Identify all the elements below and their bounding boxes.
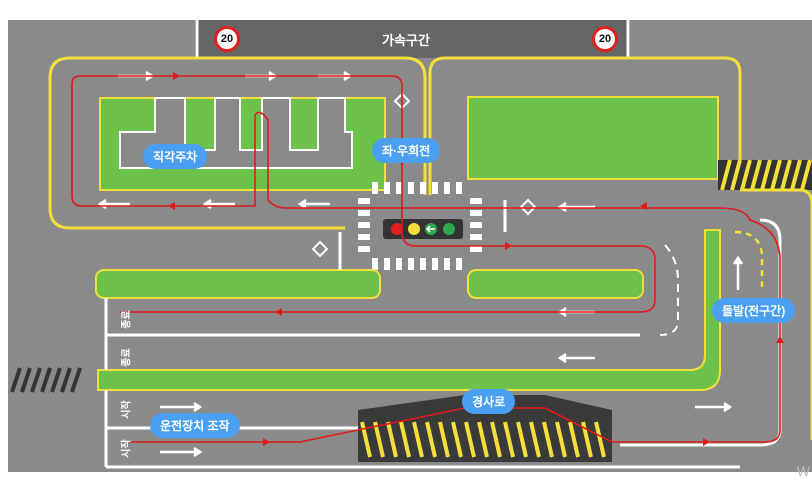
crosswalk-left: [358, 198, 370, 252]
speed-limit-left-sign: 20: [214, 26, 240, 52]
hatch-left-lower: [10, 367, 82, 393]
middle-grass-right: [467, 269, 644, 299]
hill-slope: [358, 395, 612, 462]
speed-limit-right-value: 20: [598, 33, 612, 45]
speed-limit-right-sign: 20: [592, 26, 618, 52]
perpendicular-parking-label: 직각주차: [143, 144, 208, 169]
middle-grass-left: [95, 269, 381, 299]
sudden-stop-label: 돌발(전구간): [712, 298, 796, 323]
device-operation-label: 운전장치 조작: [150, 413, 240, 438]
left-right-turn-label: 좌·우회전: [372, 138, 441, 163]
lane-end-middle-label: 종료: [121, 348, 133, 367]
crosswalk-right: [470, 198, 482, 252]
lane-end-upper-label: 종료: [121, 310, 133, 329]
crosswalk-top: [372, 182, 462, 194]
lane-start-lower-label: 시작: [121, 400, 133, 419]
acceleration-zone-label: 가속구간: [382, 33, 430, 48]
acceleration-zone: [195, 20, 630, 58]
hatch-right-upper: [718, 159, 812, 191]
lane-lines: [104, 200, 782, 469]
hill-slope-label: 경사로: [462, 389, 516, 414]
speed-limit-left-value: 20: [220, 33, 234, 45]
lane-start-bottom-label: 시작: [121, 439, 133, 458]
lower-grass: [97, 229, 721, 391]
watermark: W: [796, 463, 810, 479]
upper-right-grass: [467, 96, 719, 180]
crosswalk-bottom: [372, 258, 462, 270]
traffic-light: [383, 219, 463, 239]
right-upper-boundary: [445, 56, 742, 190]
